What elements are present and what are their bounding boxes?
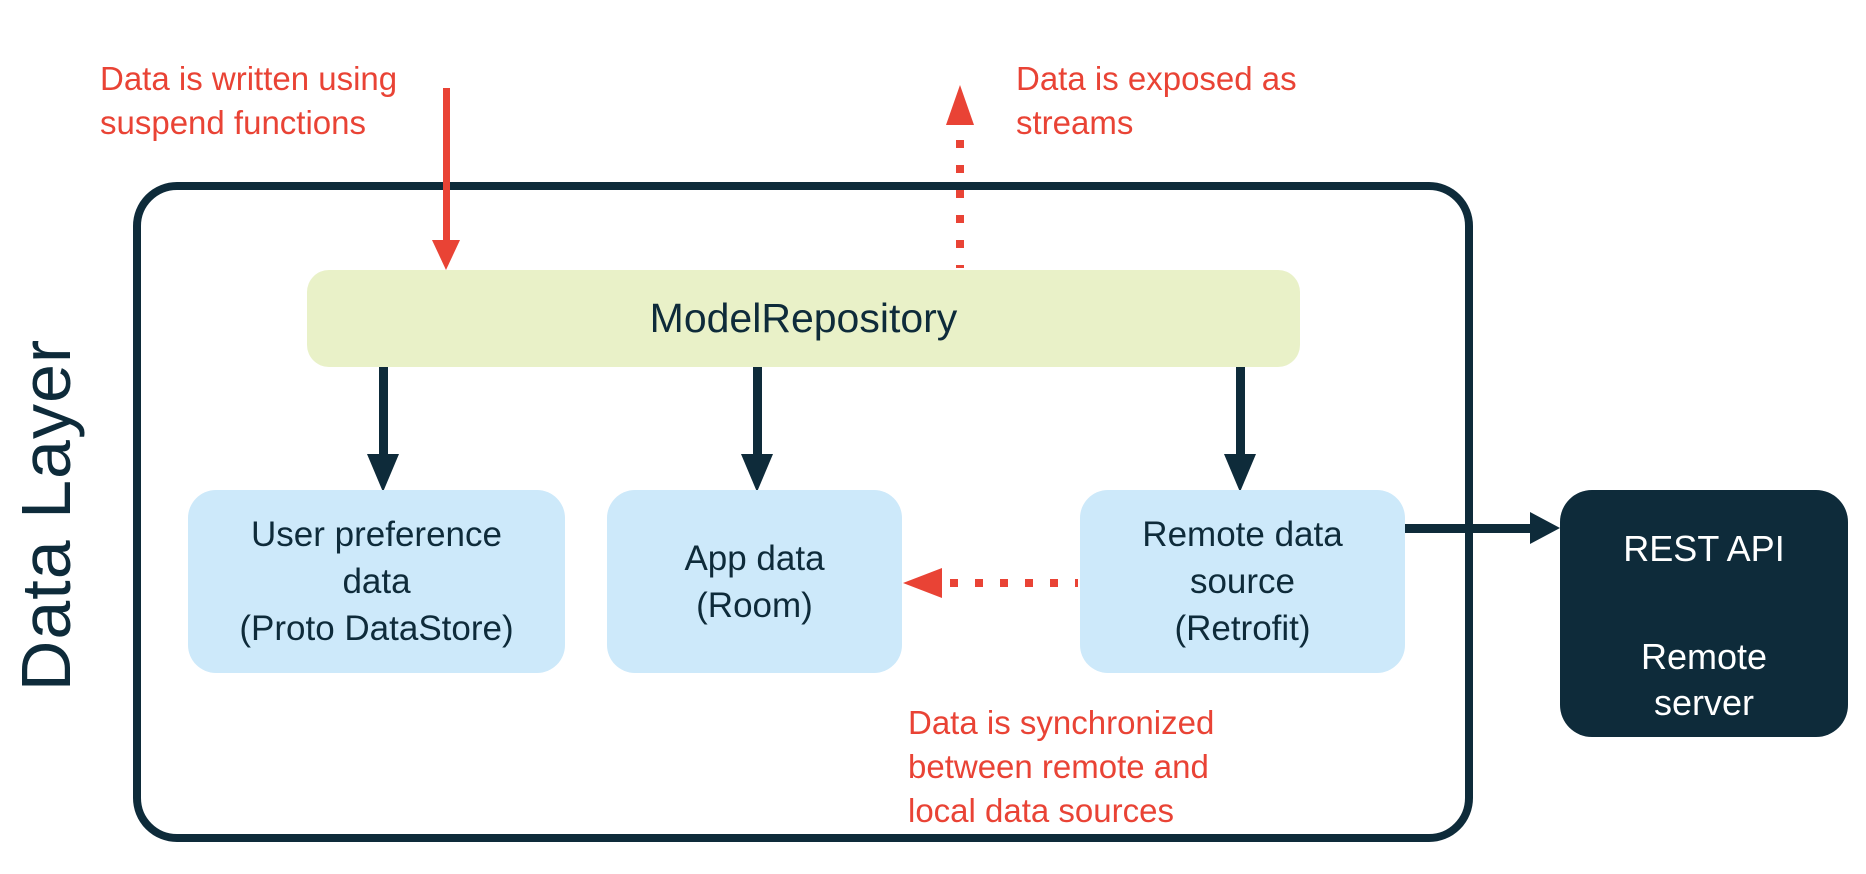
box-user-preference-data: User preference data (Proto DataStore): [188, 490, 565, 673]
annotation-exposed-streams: Data is exposed as streams: [1016, 60, 1297, 141]
arrow-head-down-icon: [1224, 454, 1256, 492]
arrow-line: [379, 367, 388, 455]
arrow-line: [443, 88, 450, 240]
box-app-data: App data (Room): [607, 490, 902, 673]
arrow-head-up-icon: [946, 85, 974, 125]
remote-server-label: Remote server: [1640, 636, 1768, 723]
model-repository-box: ModelRepository: [307, 270, 1300, 367]
rest-api-title: REST API: [1623, 528, 1785, 569]
arrow-line: [1236, 367, 1245, 455]
model-repository-label: ModelRepository: [649, 295, 958, 341]
arrow-line: [1405, 524, 1532, 533]
annotation-sync-sources: Data is synchronized between remote and …: [908, 704, 1215, 829]
annotation-write-suspend: Data is written using suspend functions: [100, 60, 398, 141]
arrow-line: [753, 367, 762, 455]
box-remote-data-source-label: Remote data source (Retrofit): [1142, 515, 1343, 648]
arrow-dotted-line: [956, 140, 964, 268]
arrow-dotted-line: [950, 579, 1078, 587]
data-layer-container: [133, 182, 1473, 842]
arrow-head-left-icon: [903, 568, 942, 598]
data-layer-label: Data Layer: [7, 338, 85, 692]
arrow-head-right-icon: [1530, 512, 1560, 544]
arrow-head-down-icon: [741, 454, 773, 492]
box-remote-data-source: Remote data source (Retrofit): [1080, 490, 1405, 673]
rest-api-box: REST API Remote server: [1560, 490, 1848, 737]
box-app-data-label: App data (Room): [684, 538, 825, 625]
arrow-head-down-icon: [432, 240, 460, 270]
box-user-preference-label: User preference data (Proto DataStore): [239, 515, 514, 648]
arrow-head-down-icon: [367, 454, 399, 492]
